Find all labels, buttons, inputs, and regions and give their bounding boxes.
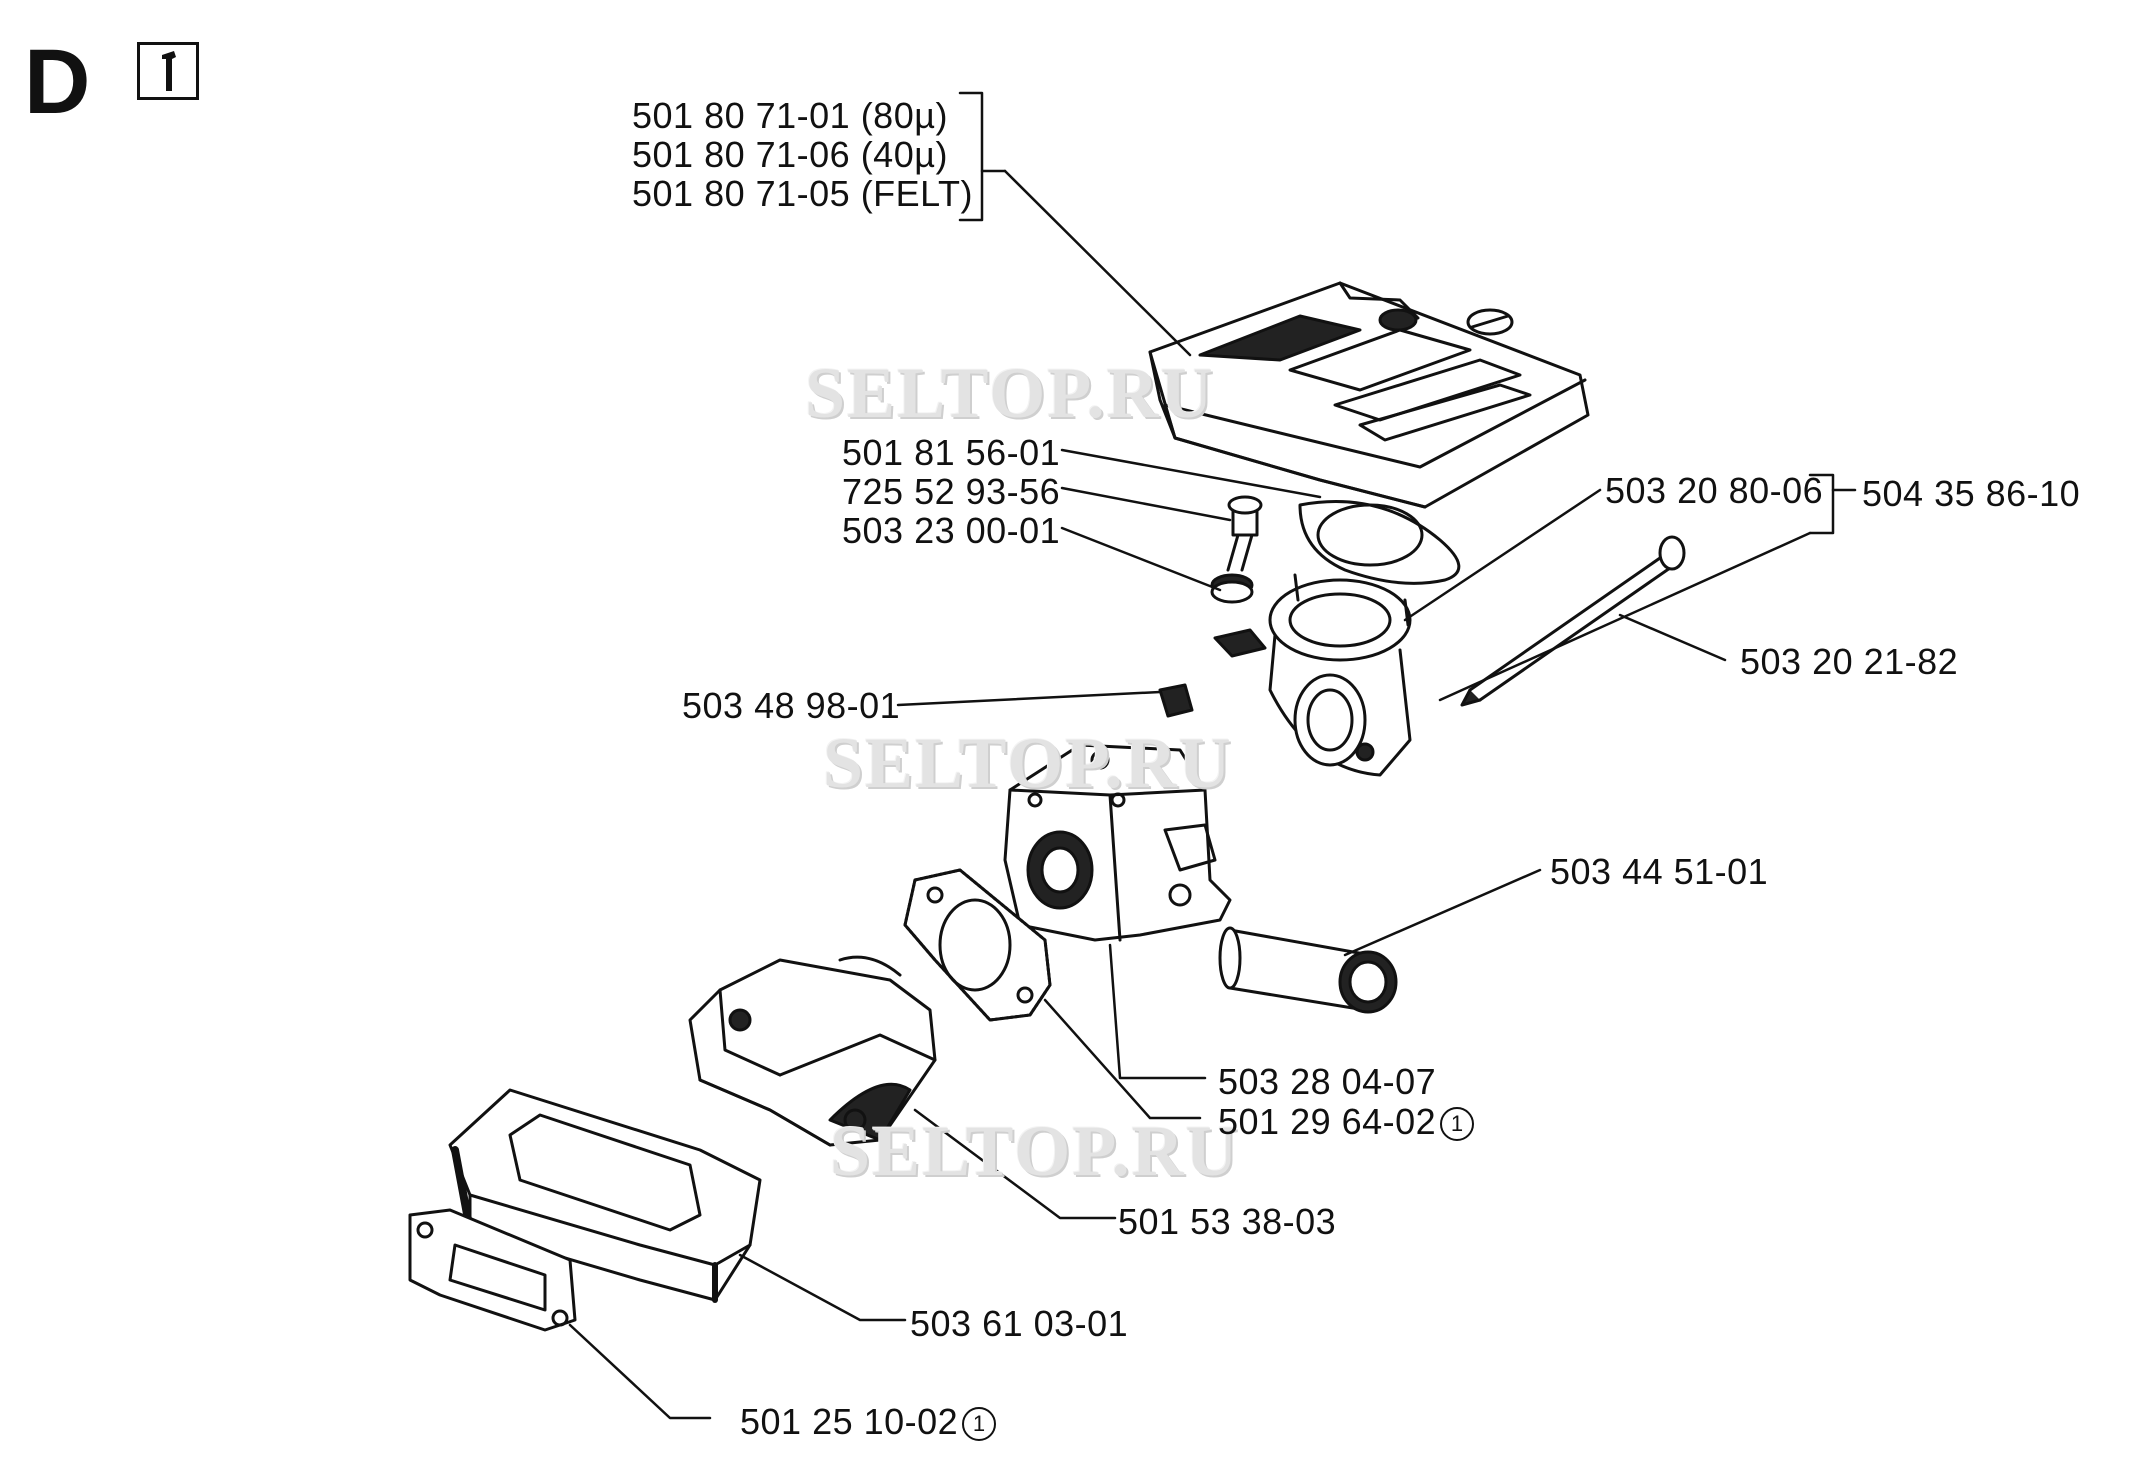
footnote-mark: 1 [962, 1407, 997, 1441]
leader-lines [568, 91, 1857, 1420]
label-carb-adapter-kit: 504 35 86-10 [1862, 473, 2081, 514]
label-intake-manifold: 501 53 38-03 [1118, 1201, 1337, 1242]
filter-gasket-drawing [1298, 500, 1461, 585]
wrench-icon [137, 42, 199, 100]
watermark-3: SELTOP.RU [830, 1111, 1240, 1191]
label-air-filter-40: 501 80 71-06 (40µ) [632, 134, 948, 175]
cylinder-gasket-drawing [408, 1208, 577, 1332]
rubber-flange-drawing [448, 1088, 762, 1303]
air-filter-drawing [1148, 281, 1590, 509]
label-nut: 503 23 00-01 [842, 510, 1061, 551]
label-fuel-hose: 503 44 51-01 [1550, 851, 1769, 892]
carb-adapter-drawing [1213, 573, 1412, 777]
label-carburetor: 503 28 04-07 [1218, 1061, 1437, 1102]
label-air-filter-felt: 501 80 71-05 (FELT) [632, 173, 974, 214]
footnote-mark: 1 [1440, 1107, 1475, 1141]
label-long-bolt: 503 20 21-82 [1740, 641, 1959, 682]
carb-gasket-drawing [903, 868, 1052, 1022]
label-carb-adapter: 503 20 80-06 [1605, 470, 1824, 511]
label-air-filter-80: 501 80 71-01 (80µ) [632, 95, 948, 136]
watermark-1: SELTOP.RU [805, 353, 1215, 433]
section-letter: D [24, 31, 91, 133]
clip-drawing [1158, 683, 1194, 718]
label-gasket-filter: 501 81 56-01 [842, 432, 1061, 473]
screw-nut-drawing [1210, 495, 1263, 604]
intake-manifold-drawing [688, 955, 937, 1147]
watermark-2: SELTOP.RU [823, 723, 1233, 803]
label-clip: 503 48 98-01 [682, 685, 901, 726]
carburetor-drawing [1003, 743, 1232, 942]
long-bolt-drawing [1460, 535, 1686, 707]
fuel-hose-drawing [1218, 926, 1398, 1014]
label-screw: 725 52 93-56 [842, 471, 1061, 512]
label-rubber-flange: 503 61 03-01 [910, 1303, 1129, 1344]
